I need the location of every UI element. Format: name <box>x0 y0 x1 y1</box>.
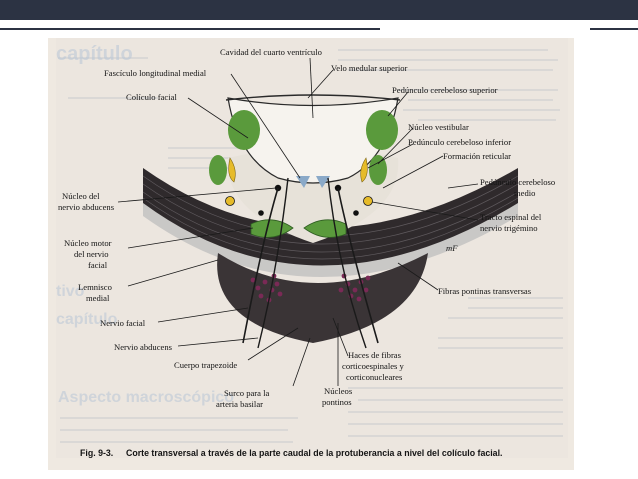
label-abducens-2: nervio abducens <box>58 202 115 212</box>
label-velo: Velo medular superior <box>331 63 408 73</box>
spinal-trigeminal-tract-left <box>225 196 235 206</box>
caption-figure-number: Fig. 9-3. <box>80 448 113 458</box>
label-motor-1: Núcleo motor <box>64 238 112 248</box>
caption-text: Corte transversal a través de la parte c… <box>126 448 502 458</box>
superior-cerebellar-peduncle-left <box>228 110 260 150</box>
inferior-cerebellar-peduncle-left <box>228 157 236 183</box>
label-nervio-facial: Nervio facial <box>100 318 146 328</box>
slide-accent-line <box>0 28 380 30</box>
facial-nerve-right <box>337 187 379 344</box>
label-haces-1: Haces de fibras <box>348 350 402 360</box>
ghost-heading-capitulo-2: capítulo <box>56 311 118 328</box>
abducens-nerve-left <box>257 177 289 349</box>
label-surco-2: arteria basilar <box>216 399 263 409</box>
spinal-trigeminal-tract-right <box>363 196 373 206</box>
faint-page-text <box>58 49 563 443</box>
label-haces-3: corticonucleares <box>346 372 403 382</box>
label-fibras: Fibras pontinas transversas <box>438 286 532 296</box>
label-nervio-abducens: Nervio abducens <box>114 342 173 352</box>
label-motor-2: del nervio <box>74 249 109 259</box>
label-tracto-2: nervio trigémino <box>480 223 538 233</box>
mlf-right <box>316 176 330 188</box>
ghost-heading-tivo: tivo <box>56 283 85 300</box>
label-motor-3: facial <box>88 260 108 270</box>
label-nucleos-1: Núcleos <box>324 386 353 396</box>
mlf-left <box>296 176 310 188</box>
label-formacion-reticular: Formación reticular <box>443 151 511 161</box>
background-fibers <box>143 178 518 277</box>
fourth-ventricle <box>227 97 399 184</box>
pontine-fiber-band <box>143 168 518 266</box>
label-pedunculo-superior: Pedúnculo cerebeloso superior <box>392 85 498 95</box>
facial-nerve-left <box>242 187 279 344</box>
ghost-heading-aspecto: Aspecto macroscópico <box>58 389 234 406</box>
label-tracto-1: Tracto espinal del <box>480 212 542 222</box>
vestibular-nucleus-right <box>369 155 387 185</box>
pontine-fiber-striations <box>142 175 519 260</box>
label-nucleo-vestibular: Núcleo vestibular <box>408 122 469 132</box>
superior-cerebellar-peduncle-right <box>366 110 398 150</box>
label-haces-2: corticoespinales y <box>342 361 405 371</box>
label-lemnisco-2: medial <box>86 293 110 303</box>
facial-nucleus-dot-right <box>353 210 359 216</box>
pons-cross-section-diagram: capítulo tivo capítulo Aspecto macroscóp… <box>48 38 574 470</box>
label-mf: mF <box>446 243 458 253</box>
slide-accent-line-right <box>590 28 638 30</box>
abducens-nerve-right <box>327 177 367 349</box>
label-lemnisco-1: Lemnisco <box>78 282 112 292</box>
leader-lines <box>117 57 479 387</box>
slide-top-bar <box>0 0 638 20</box>
vestibular-nucleus-left <box>209 155 227 185</box>
label-coliculo: Colículo facial <box>126 92 177 102</box>
label-pedunculo-inferior: Pedúnculo cerebeloso inferior <box>408 137 511 147</box>
label-trapezoide: Cuerpo trapezoide <box>174 360 237 370</box>
basilar-pons <box>217 253 428 343</box>
textbook-figure-photo: capítulo tivo capítulo Aspecto macroscóp… <box>48 38 574 470</box>
label-nucleos-2: pontinos <box>322 397 352 407</box>
inferior-cerebellar-peduncle-right <box>360 157 368 183</box>
label-abducens-1: Núcleo del <box>62 191 100 201</box>
facial-nucleus-dot-left <box>258 210 264 216</box>
label-fasciculo: Fascículo longitudinal medial <box>104 68 207 78</box>
label-pedunculo-medio-1: Pedúnculo cerebeloso <box>480 177 555 187</box>
label-cavidad: Cavidad del cuarto ventrículo <box>220 47 322 57</box>
label-surco-1: Surco para la <box>224 388 270 398</box>
label-pedunculo-medio-2: medio <box>514 188 535 198</box>
ghost-heading-capitulo: capítulo <box>56 43 133 65</box>
